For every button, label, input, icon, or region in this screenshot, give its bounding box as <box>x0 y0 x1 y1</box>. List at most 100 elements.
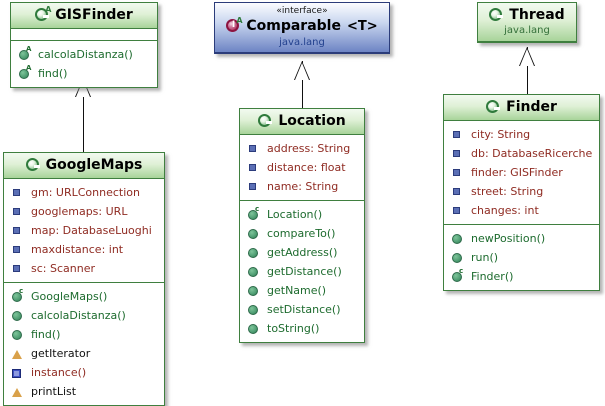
class-box-location[interactable]: Location address: String distance: float… <box>239 108 365 343</box>
member-row[interactable]: map: DatabaseLuoghi <box>10 221 160 240</box>
stereotype-label: «interface» <box>276 6 328 16</box>
member-row[interactable]: printList <box>10 382 160 401</box>
member-row[interactable]: compareTo() <box>246 224 360 243</box>
class-name: Thread <box>509 7 565 23</box>
class-header-finder: Finder <box>444 95 599 121</box>
attribute-private-icon <box>10 262 26 276</box>
member-row[interactable]: find() <box>10 325 160 344</box>
class-icon <box>25 157 43 172</box>
method-abstract-icon <box>17 45 33 62</box>
class-title-thread: Thread <box>480 6 574 24</box>
member-row[interactable]: Finder() <box>450 267 595 286</box>
realization-arrow <box>295 63 309 80</box>
package-label: java.lang <box>504 25 550 36</box>
attributes-compartment-location: address: String distance: float name: St… <box>240 135 364 200</box>
member-label: distance: float <box>267 160 346 174</box>
member-row[interactable]: googlemaps: URL <box>10 202 160 221</box>
method-public-icon <box>246 246 262 260</box>
member-row[interactable]: calcolaDistanza() <box>17 45 153 64</box>
methods-compartment-location: Location() compareTo() getAddress() getD… <box>240 200 364 342</box>
method-public-icon <box>246 227 262 241</box>
member-label: db: DatabaseRicerche <box>471 146 593 160</box>
member-label: printList <box>31 384 77 398</box>
class-title-finder: Finder <box>446 98 597 116</box>
member-row[interactable]: finder: GISFinder <box>450 163 595 182</box>
member-row[interactable]: gm: URLConnection <box>10 183 160 202</box>
member-row[interactable]: toString() <box>246 319 360 338</box>
class-name: Location <box>278 113 346 129</box>
class-icon <box>486 99 503 114</box>
class-title-googlemaps: GoogleMaps <box>6 156 162 174</box>
method-public-icon <box>246 284 262 298</box>
member-label: compareTo() <box>267 226 336 240</box>
class-box-finder[interactable]: Finder city: String db: DatabaseRicerche… <box>443 94 600 291</box>
attribute-private-icon <box>10 243 26 257</box>
member-label: run() <box>471 250 499 264</box>
member-label: name: String <box>267 179 339 193</box>
member-label: calcolaDistanza() <box>31 308 126 322</box>
attribute-private-icon <box>246 161 262 175</box>
method-public-icon <box>10 328 26 342</box>
member-label: maxdistance: int <box>31 242 124 256</box>
member-label: Location() <box>267 207 323 221</box>
attributes-compartment-googlemaps: gm: URLConnection googlemaps: URL map: D… <box>4 179 164 282</box>
attribute-private-icon <box>10 186 26 200</box>
member-label: find() <box>38 66 68 80</box>
attribute-private-icon <box>450 185 466 199</box>
member-row[interactable]: GoogleMaps() <box>10 287 160 306</box>
class-name: GISFinder <box>55 7 133 23</box>
class-name: Comparable <box>246 18 341 34</box>
member-row[interactable]: db: DatabaseRicerche <box>450 144 595 163</box>
member-row[interactable]: find() <box>17 64 153 83</box>
member-row[interactable]: maxdistance: int <box>10 240 160 259</box>
method-public-icon <box>10 309 26 323</box>
member-label: googlemaps: URL <box>31 204 128 218</box>
member-row[interactable]: sc: Scanner <box>10 259 160 278</box>
member-row[interactable]: address: String <box>246 139 360 158</box>
member-row[interactable]: calcolaDistanza() <box>10 306 160 325</box>
member-label: GoogleMaps() <box>31 289 108 303</box>
member-row[interactable]: distance: float <box>246 158 360 177</box>
constructor-icon <box>450 267 466 284</box>
member-row[interactable]: getAddress() <box>246 243 360 262</box>
attribute-private-icon <box>10 224 26 238</box>
inner-type-icon <box>10 347 26 361</box>
member-row[interactable]: changes: int <box>450 201 595 220</box>
class-icon <box>258 113 275 128</box>
method-public-icon <box>450 232 466 246</box>
member-row[interactable]: city: String <box>450 125 595 144</box>
method-public-icon <box>246 303 262 317</box>
member-row[interactable]: Location() <box>246 205 360 224</box>
member-row[interactable]: getDistance() <box>246 262 360 281</box>
methods-compartment-gisfinder: calcolaDistanza() find() <box>11 40 157 87</box>
member-row[interactable]: getIterator <box>10 344 160 363</box>
attribute-private-icon <box>450 147 466 161</box>
member-label: setDistance() <box>267 302 341 316</box>
methods-compartment-finder: newPosition() run() Finder() <box>444 224 599 290</box>
generalization-arrow <box>520 49 534 66</box>
class-box-googlemaps[interactable]: GoogleMaps gm: URLConnection googlemaps:… <box>3 152 165 406</box>
member-row[interactable]: name: String <box>246 177 360 196</box>
member-row[interactable]: setDistance() <box>246 300 360 319</box>
member-label: changes: int <box>471 203 539 217</box>
member-label: Finder() <box>471 269 514 283</box>
attribute-private-icon <box>450 204 466 218</box>
member-row[interactable]: run() <box>450 248 595 267</box>
member-label: city: String <box>471 127 531 141</box>
member-label: address: String <box>267 141 351 155</box>
class-box-thread[interactable]: Thread java.lang <box>477 2 577 43</box>
attributes-compartment-gisfinder <box>11 29 157 40</box>
member-row[interactable]: street: String <box>450 182 595 201</box>
member-label: toString() <box>267 321 320 335</box>
class-header-googlemaps: GoogleMaps <box>4 153 164 179</box>
member-label: getIterator <box>31 346 91 360</box>
member-row[interactable]: instance() <box>10 363 160 382</box>
member-row[interactable]: newPosition() <box>450 229 595 248</box>
member-label: sc: Scanner <box>31 261 95 275</box>
member-row[interactable]: getName() <box>246 281 360 300</box>
